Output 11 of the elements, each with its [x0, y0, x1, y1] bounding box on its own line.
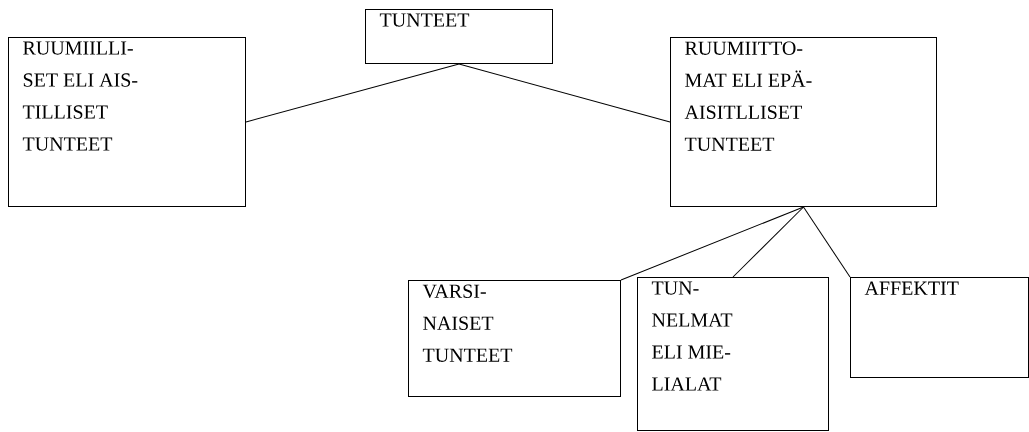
text-box: TUN- NELMAT ELI MIE- LIALAT [637, 277, 829, 431]
connector-line [245, 63, 460, 123]
text-box: VARSI- NAISET TUNTEET [408, 280, 621, 397]
text-box: TUNTEET [365, 9, 553, 64]
text-box: RUUMIITTO- MAT ELI EPÄ- AISITLLISET TUNTEET [670, 37, 937, 207]
connector-line [803, 206, 851, 278]
connector-line [732, 206, 804, 278]
text-box: RUUMIILLI- SET ELI AIS- TILLISET TUNTEET [8, 37, 246, 207]
connector-line [620, 206, 804, 281]
connector-line [458, 63, 671, 123]
text-box: AFFEKTIT [850, 277, 1029, 378]
